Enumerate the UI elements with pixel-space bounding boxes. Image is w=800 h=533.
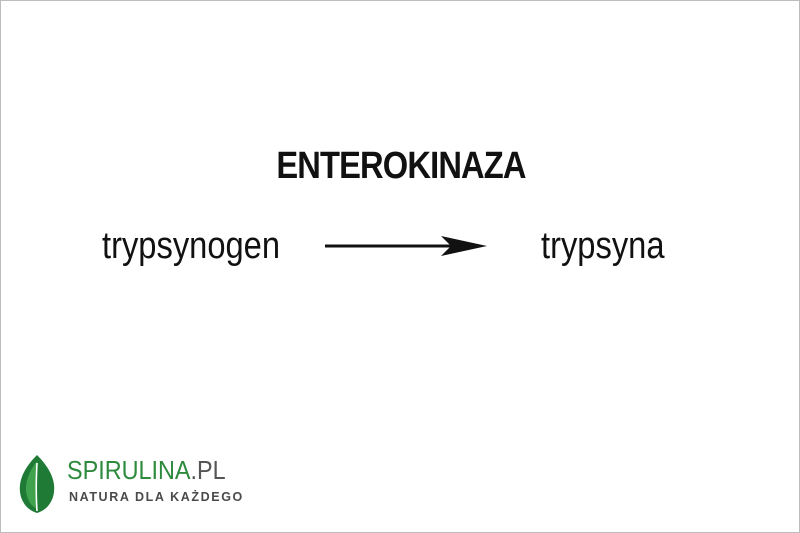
logo-name-main: SPIRULINA — [67, 455, 191, 485]
logo-name-tld: .PL — [190, 455, 226, 485]
logo-name: SPIRULINA.PL — [67, 457, 226, 483]
logo-tagline: NATURA DLA KAŻDEGO — [69, 490, 244, 504]
spirulina-logo[interactable]: SPIRULINA.PL NATURA DLA KAŻDEGO — [15, 453, 245, 519]
leaf-icon — [19, 455, 55, 513]
enzyme-label: ENTEROKINAZA — [276, 145, 526, 187]
product-label: trypsyna — [541, 225, 665, 267]
reaction-arrow — [325, 236, 487, 256]
substrate-label: trypsynogen — [102, 225, 281, 267]
